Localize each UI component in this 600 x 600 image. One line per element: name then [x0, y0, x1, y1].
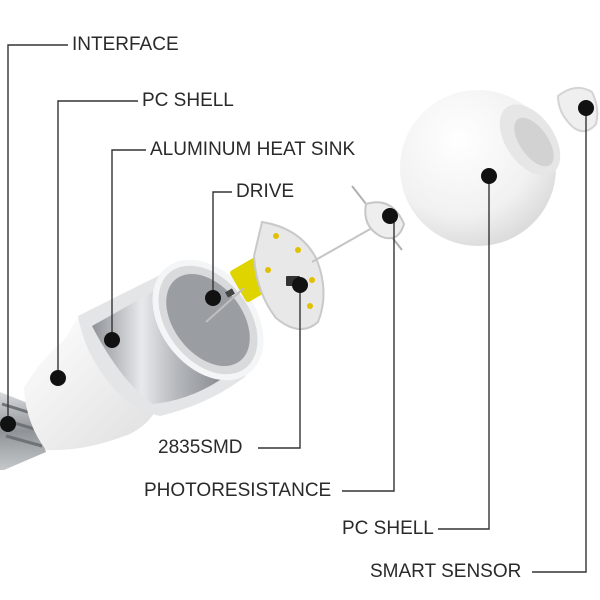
leader-2835smd — [258, 285, 301, 449]
leader-heat-sink — [111, 149, 146, 340]
leader-lines — [7, 44, 587, 573]
marker-smart-sensor — [578, 100, 594, 116]
marker-dots — [0, 100, 594, 432]
marker-2835smd — [292, 277, 308, 293]
leader-drive — [212, 191, 232, 298]
marker-pc-shell-top — [50, 370, 66, 386]
leader-interface — [7, 44, 68, 424]
leader-photoresistance — [342, 216, 395, 492]
label-smart-sensor: SMART SENSOR — [370, 561, 522, 582]
label-drive: DRIVE — [236, 181, 295, 202]
marker-drive — [205, 290, 221, 306]
marker-heat-sink — [104, 332, 120, 348]
marker-photoresistance — [382, 208, 398, 224]
photoresistance-part — [311, 185, 406, 263]
label-pc-shell-top: PC SHELL — [142, 90, 234, 111]
label-pc-shell-bottom: PC SHELL — [342, 518, 434, 539]
leader-pc-shell-bottom — [438, 176, 490, 530]
label-photoresistance: PHOTORESISTANCE — [144, 480, 332, 501]
leader-smart-sensor — [532, 108, 587, 573]
marker-pc-shell-bottom — [481, 168, 497, 184]
led-circuit-board — [252, 220, 325, 330]
label-aluminum-heat-sink: ALUMINUM HEAT SINK — [150, 139, 356, 160]
leader-pc-shell-top — [57, 100, 138, 378]
smart-sensor-part — [556, 86, 599, 133]
pc-shell-globe — [400, 90, 561, 246]
marker-interface — [0, 416, 16, 432]
label-2835smd: 2835SMD — [158, 437, 243, 458]
label-interface: INTERFACE — [72, 34, 179, 55]
